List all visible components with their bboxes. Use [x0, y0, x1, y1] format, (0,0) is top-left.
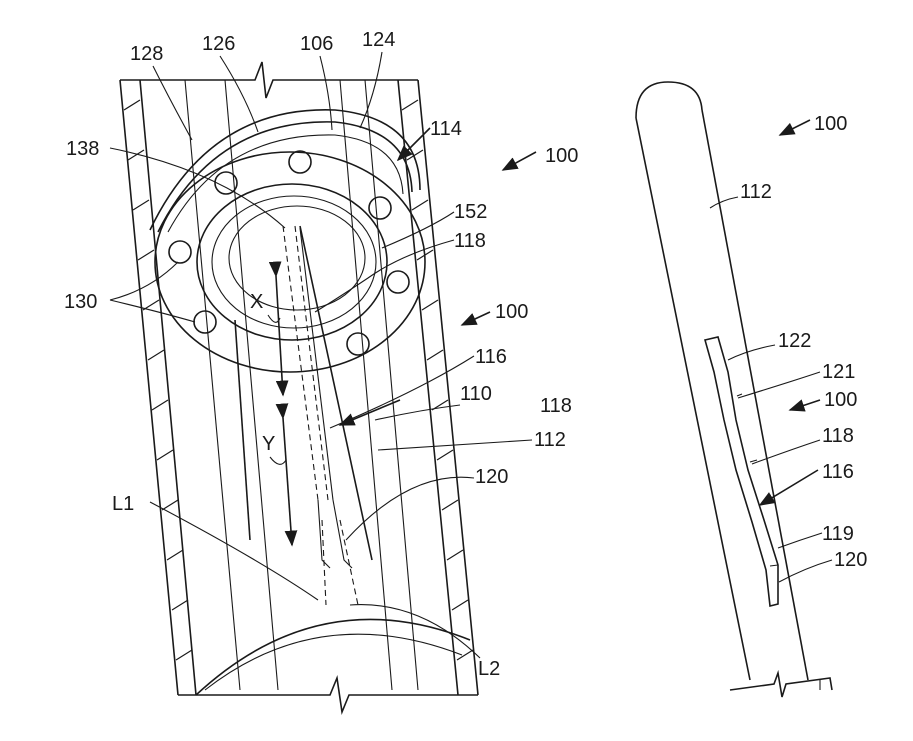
bolt-icon-group: [168, 150, 410, 356]
label-l2: L2: [478, 658, 500, 680]
left-leader-lines: [109, 51, 533, 659]
pipe-view: 128 126 106 124 114 100 138 152 118 130 …: [64, 29, 578, 715]
probe-view: 100 112 122 121 100 118 116 119 120: [635, 81, 867, 698]
label-114: 114: [430, 118, 462, 140]
probe-label-118: 118: [822, 425, 854, 447]
wall-hatching: [123, 99, 474, 661]
label-118-mid: 118: [540, 395, 572, 417]
label-152: 152: [454, 201, 487, 223]
label-100-top: 100: [545, 145, 578, 167]
label-126: 126: [202, 33, 235, 55]
probe-label-120: 120: [834, 549, 867, 571]
label-120: 120: [475, 466, 508, 488]
probe-label-119: 119: [822, 523, 854, 545]
label-138: 138: [66, 138, 99, 160]
probe-label-122: 122: [778, 330, 811, 352]
axis-x-label: X: [250, 291, 263, 313]
label-106: 106: [300, 33, 333, 55]
axis-y-label: Y: [262, 433, 275, 455]
label-112: 112: [534, 429, 566, 451]
probe-label-100-mid: 100: [824, 389, 857, 411]
label-100-mid: 100: [495, 301, 528, 323]
label-130: 130: [64, 291, 97, 313]
right-leader-lines: [709, 196, 833, 583]
probe-label-121: 121: [822, 361, 855, 383]
label-l1: L1: [112, 493, 134, 515]
label-128: 128: [130, 43, 163, 65]
probe-label-112: 112: [740, 181, 772, 203]
label-116: 116: [475, 346, 507, 368]
label-110: 110: [460, 383, 492, 405]
label-118-top: 118: [454, 230, 486, 252]
label-124: 124: [362, 29, 395, 51]
probe-label-116: 116: [822, 461, 854, 483]
probe-label-100-top: 100: [814, 113, 847, 135]
flange-assembly: [149, 109, 426, 373]
